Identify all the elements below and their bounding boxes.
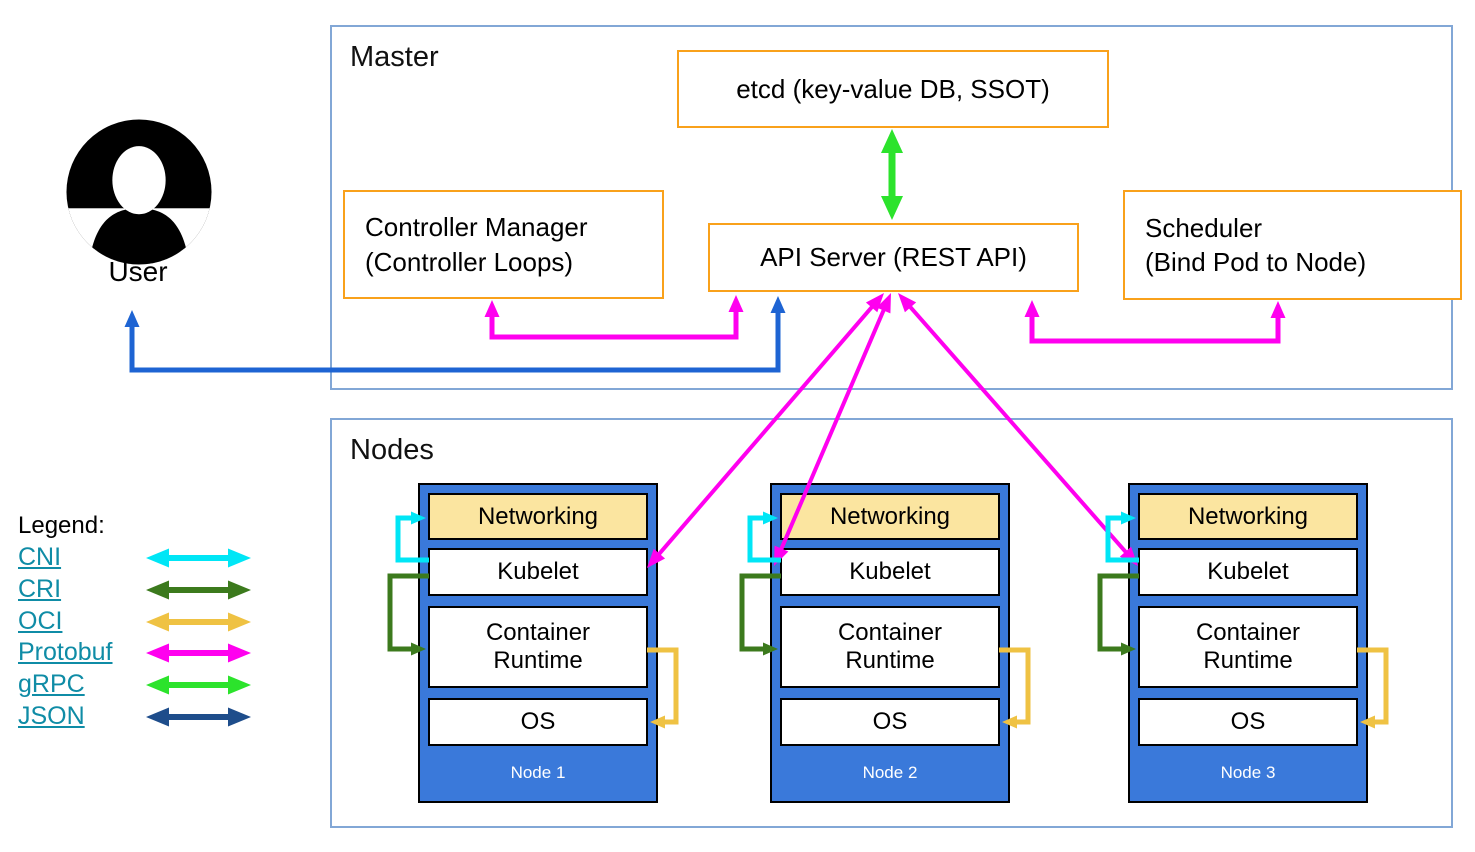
master-title: Master [350, 41, 439, 73]
node-3-os-label: OS [1230, 708, 1266, 736]
scheduler-label-line2: (Bind Pod to Node) [1145, 247, 1367, 277]
node-2-container-runtime-label: Container Runtime [837, 619, 943, 674]
node-1: Networking Kubelet Container Runtime OS … [418, 483, 658, 803]
user-label: User [108, 256, 168, 287]
scheduler-box: Scheduler (Bind Pod to Node) [1123, 190, 1462, 300]
legend-title: Legend: [18, 512, 105, 539]
legend-item-grpc: gRPC [18, 669, 158, 701]
legend: Legend: CNI CRI OCI Protobuf gRPC JSON [18, 510, 158, 733]
node-1-container-runtime-label: Container Runtime [485, 619, 591, 674]
api-server-label: API Server (REST API) [760, 242, 1027, 273]
legend-link-json[interactable]: JSON [18, 701, 85, 730]
legend-item-cni: CNI [18, 542, 158, 574]
legend-cri-arrow-arrowhead [228, 580, 251, 600]
legend-item-oci: OCI [18, 606, 158, 638]
master-section: Master etcd (key-value DB, SSOT) Control… [330, 25, 1462, 390]
node-3-kubelet-label: Kubelet [1207, 558, 1289, 586]
node-3: Networking Kubelet Container Runtime OS … [1128, 483, 1368, 803]
node-2-networking-label: Networking [829, 502, 951, 530]
scheduler-label-line1: Scheduler [1145, 212, 1263, 243]
node-3-networking-label: Networking [1187, 502, 1309, 530]
node-2-networking-box: Networking [780, 493, 1000, 540]
json-user-api-arrowhead [124, 310, 140, 327]
node-3-container-runtime-label: Container Runtime [1195, 619, 1301, 674]
legend-link-oci[interactable]: OCI [18, 606, 63, 635]
etcd-box: etcd (key-value DB, SSOT) [677, 50, 1109, 128]
node-2-container-runtime-box: Container Runtime [780, 606, 1000, 688]
node-3-os-box: OS [1138, 698, 1358, 746]
legend-item-protobuf: Protobuf [18, 637, 158, 669]
node-1-container-runtime-box: Container Runtime [428, 606, 648, 688]
node-1-kubelet-box: Kubelet [428, 548, 648, 596]
node-2-os-label: OS [872, 708, 908, 736]
user-icon [66, 119, 212, 265]
node-1-networking-label: Networking [477, 502, 599, 530]
node-2-kubelet-box: Kubelet [780, 548, 1000, 596]
legend-link-cri[interactable]: CRI [18, 574, 62, 603]
node-2: Networking Kubelet Container Runtime OS … [770, 483, 1010, 803]
legend-oci-arrow-arrowhead [228, 612, 251, 632]
etcd-label: etcd (key-value DB, SSOT) [736, 73, 1050, 104]
controller-manager-label-line1: Controller Manager [365, 212, 588, 243]
node-1-os-label: OS [520, 708, 556, 736]
node-2-kubelet-label: Kubelet [849, 558, 931, 586]
nodes-title: Nodes [350, 434, 434, 466]
node-3-container-runtime-box: Container Runtime [1138, 606, 1358, 688]
node-1-label: Node 1 [510, 763, 566, 782]
node-3-networking-box: Networking [1138, 493, 1358, 540]
node-1-os-box: OS [428, 698, 648, 746]
nodes-section: Nodes Networking Kubelet Container Runti… [330, 418, 1453, 828]
legend-cni-arrow-arrowhead [228, 548, 251, 568]
controller-manager-box: Controller Manager (Controller Loops) [343, 190, 664, 299]
legend-item-json: JSON [18, 701, 158, 733]
node-1-networking-box: Networking [428, 493, 648, 540]
legend-link-protobuf[interactable]: Protobuf [18, 638, 113, 667]
node-2-os-box: OS [780, 698, 1000, 746]
node-3-label: Node 3 [1220, 763, 1276, 782]
node-1-kubelet-label: Kubelet [497, 558, 579, 586]
legend-json-arrow-arrowhead [228, 707, 251, 727]
legend-link-grpc[interactable]: gRPC [18, 670, 85, 699]
api-server-box: API Server (REST API) [708, 223, 1079, 292]
legend-grpc-arrow-arrowhead [228, 675, 251, 695]
node-2-label: Node 2 [862, 763, 918, 782]
legend-link-cni[interactable]: CNI [18, 543, 62, 571]
legend-item-cri: CRI [18, 574, 158, 606]
controller-manager-label-line2: (Controller Loops) [365, 246, 574, 277]
node-3-kubelet-box: Kubelet [1138, 548, 1358, 596]
legend-protobuf-arrow-arrowhead [228, 643, 251, 663]
